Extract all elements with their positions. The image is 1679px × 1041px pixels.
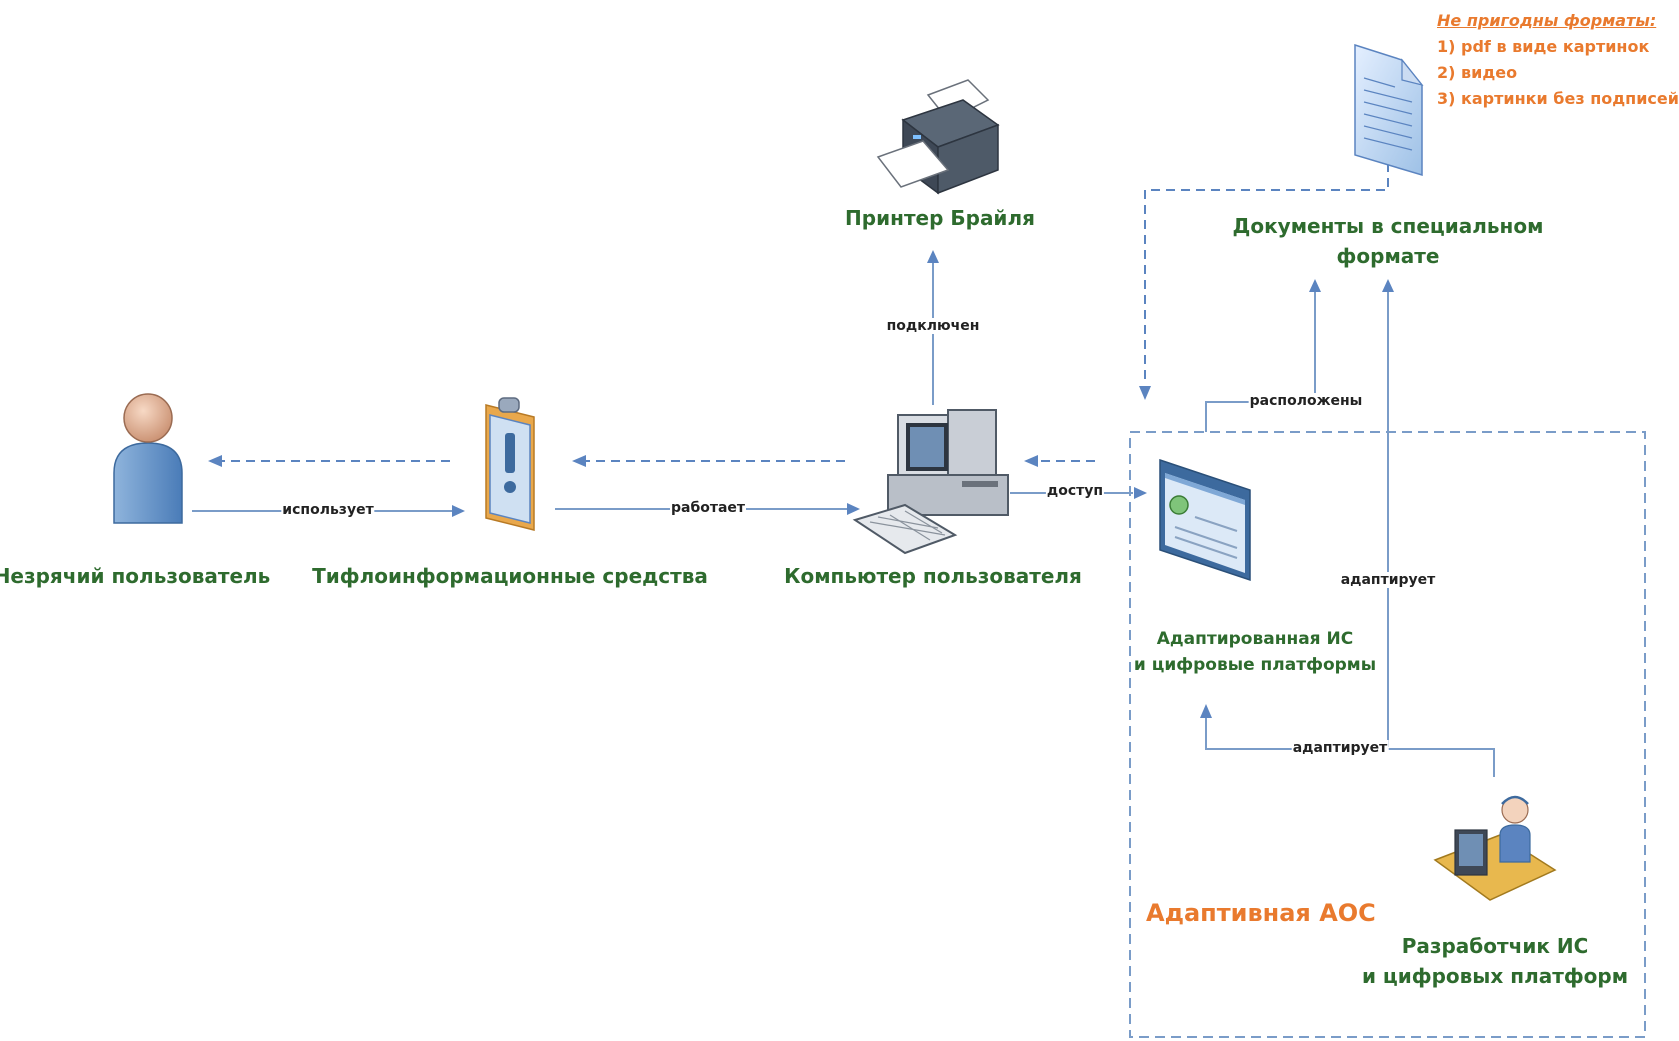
- edge-computer-tiflo-arrow: [572, 455, 586, 467]
- document-icon: [1354, 43, 1424, 177]
- node-developer-label: Разработчик ИС и цифровых платформ: [1361, 934, 1629, 988]
- edge-docs-group-arrow: [1139, 386, 1151, 400]
- edge-label-uses: использует: [281, 502, 375, 518]
- edge-is-computer-arrow: [1024, 455, 1038, 467]
- format-note-item: 3) картинки без подписей: [1437, 89, 1679, 108]
- edge-connected-arrow: [927, 250, 939, 263]
- edge-access-arrow: [1134, 487, 1147, 499]
- edge-located-arrow: [1309, 279, 1321, 292]
- node-adapted-is-label: Адаптированная ИС и цифровые платформы: [1133, 629, 1377, 675]
- node-documents-label: Документы в специальном формате: [1232, 214, 1544, 268]
- person-icon: [113, 393, 183, 524]
- edge-located-line: [1205, 292, 1316, 432]
- group-label: Адаптивная АОС: [1146, 899, 1376, 927]
- browser-window-icon: [1159, 458, 1251, 582]
- format-note-item: 1) pdf в виде картинок: [1437, 37, 1650, 56]
- edge-docs-group-dashed: [1144, 163, 1389, 385]
- edge-adapts-docs-arrow: [1382, 279, 1394, 292]
- node-tiflo-label: Тифлоинформационные средства: [312, 564, 708, 588]
- edge-uses-arrow: [452, 505, 465, 517]
- edge-label-located: расположены: [1248, 393, 1364, 409]
- node-computer-label: Компьютер пользователя: [784, 564, 1082, 588]
- clipboard-alert-icon: [485, 397, 535, 531]
- node-printer-label: Принтер Брайля: [845, 206, 1035, 230]
- edge-label-access: доступ: [1045, 483, 1105, 499]
- edge-label-works: работает: [669, 500, 747, 516]
- edge-tiflo-user-arrow: [208, 455, 222, 467]
- format-note-title: Не пригодны форматы:: [1437, 11, 1657, 30]
- format-note-item: 2) видео: [1437, 63, 1518, 82]
- edge-label-adapts-is: адаптирует: [1291, 740, 1389, 756]
- edge-label-connected: подключен: [885, 318, 981, 334]
- edge-works-arrow: [847, 503, 860, 515]
- node-user-label: Незрячий пользователь: [0, 564, 271, 588]
- printer-icon: [876, 79, 1000, 195]
- desktop-computer-icon: [852, 409, 1009, 555]
- format-note: Не пригодны форматы: 1) pdf в виде карти…: [1437, 8, 1679, 112]
- edge-adapts-is-arrow: [1200, 704, 1212, 718]
- developer-workstation-icon: [1433, 795, 1557, 901]
- edge-label-adapts-docs: адаптирует: [1339, 572, 1437, 588]
